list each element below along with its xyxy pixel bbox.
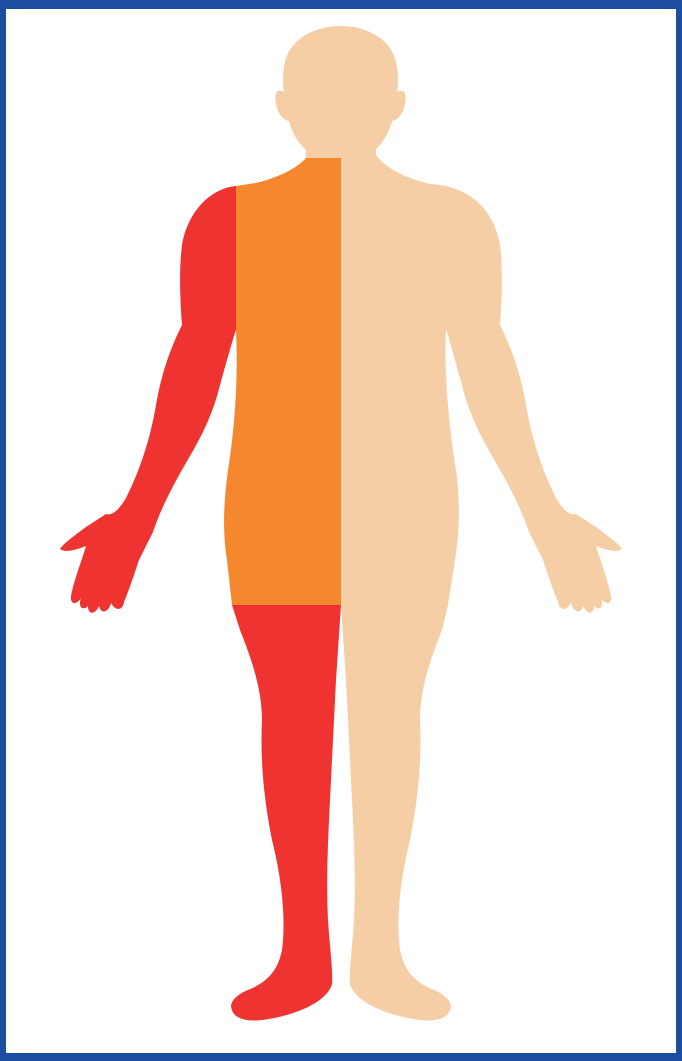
arm-right [430,184,622,613]
arm-left [60,186,236,613]
head [275,26,405,152]
torso-left [224,158,341,605]
leg-right [341,605,451,1021]
leg-left [231,605,341,1021]
